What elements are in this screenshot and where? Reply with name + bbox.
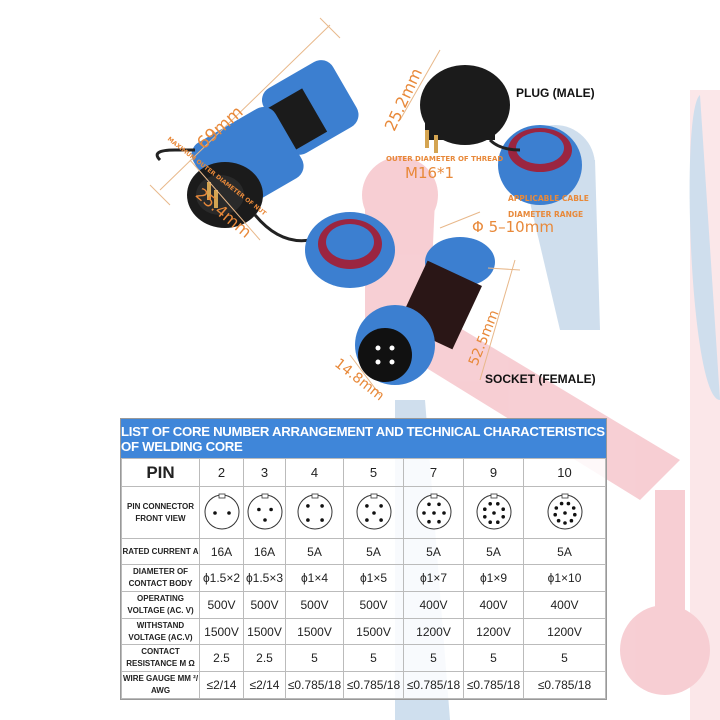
plug-label: PLUG (MALE) <box>516 86 595 100</box>
table-cell: 500V <box>199 591 244 619</box>
table-cell: 500V <box>285 591 344 619</box>
table-cell: 16A <box>243 538 286 565</box>
table-cell: ϕ1×7 <box>403 564 464 592</box>
table-cell: ϕ1×5 <box>343 564 404 592</box>
row-label: WITHSTAND VOLTAGE (AC.V) <box>121 618 200 645</box>
pin-layout-icon <box>204 493 239 530</box>
table-cell: 2 <box>199 458 244 487</box>
table-cell: 5 <box>285 644 344 672</box>
table-cell: ≤0.785/18 <box>285 671 344 699</box>
pin-diagram <box>243 486 286 539</box>
thread-label: OUTER DIAMETER OF THREAD <box>386 155 504 163</box>
table-cell: ≤0.785/18 <box>523 671 606 699</box>
table-cell: 5 <box>343 644 404 672</box>
socket-label: SOCKET (FEMALE) <box>485 372 596 386</box>
table-cell: ϕ1.5×2 <box>199 564 244 592</box>
table-cell: 5 <box>463 644 524 672</box>
table-cell: ≤2/14 <box>243 671 286 699</box>
pin-diagram <box>285 486 344 539</box>
pin-diagram <box>463 486 524 539</box>
table-row: WIRE GAUGE MM ²/ AWG≤2/14≤2/14≤0.785/18≤… <box>121 671 606 699</box>
table-cell: 400V <box>523 591 606 619</box>
table-cell: 5 <box>403 644 464 672</box>
table-cell: 400V <box>403 591 464 619</box>
row-label: CONTACT RESISTANCE M Ω <box>121 644 200 672</box>
table-cell: ≤0.785/18 <box>343 671 404 699</box>
pin-diagram <box>343 486 404 539</box>
table-row: PIN CONNECTOR FRONT VIEW <box>121 486 606 539</box>
table-cell: 16A <box>199 538 244 565</box>
row-label: WIRE GAUGE MM ²/ AWG <box>121 671 200 699</box>
row-label: PIN CONNECTOR FRONT VIEW <box>121 486 200 539</box>
table-cell: 1500V <box>243 618 286 645</box>
thread-value: M16*1 <box>405 164 455 182</box>
table-cell: ϕ1×9 <box>463 564 524 592</box>
pin-layout-icon <box>416 493 451 530</box>
table-cell: ≤0.785/18 <box>403 671 464 699</box>
table-cell: 500V <box>343 591 404 619</box>
dimension-lines <box>149 17 521 396</box>
table-cell: 2.5 <box>243 644 286 672</box>
row-label: PIN <box>121 458 200 487</box>
cable-label-1: APPLICABLE CABLE <box>508 194 589 203</box>
table-cell: 400V <box>463 591 524 619</box>
socket-image <box>355 237 495 385</box>
table-cell: 1200V <box>403 618 464 645</box>
spec-table: LIST OF CORE NUMBER ARRANGEMENT AND TECH… <box>120 418 607 700</box>
table-cell: 1500V <box>285 618 344 645</box>
table-cell: 5A <box>343 538 404 565</box>
table-cell: 3 <box>243 458 286 487</box>
assembled-connector-image <box>155 60 359 243</box>
pin-layout-icon <box>356 493 391 530</box>
table-cell: 1500V <box>343 618 404 645</box>
pin-layout-icon <box>247 493 282 530</box>
row-label: OPERATING VOLTAGE (AC. V) <box>121 591 200 619</box>
pin-diagram <box>403 486 464 539</box>
table-cell: ϕ1×10 <box>523 564 606 592</box>
table-cell: 7 <box>403 458 464 487</box>
table-cell: ≤0.785/18 <box>463 671 524 699</box>
table-cell: 5A <box>403 538 464 565</box>
cap-image <box>305 125 582 288</box>
cable-label-2: DIAMETER RANGE <box>508 210 584 219</box>
table-cell: 5A <box>285 538 344 565</box>
table-cell: 2.5 <box>199 644 244 672</box>
cable-diameter-value: Φ 5–10mm <box>472 218 554 236</box>
table-cell: ≤2/14 <box>199 671 244 699</box>
table-cell: 5A <box>463 538 524 565</box>
table-cell: 1200V <box>463 618 524 645</box>
table-cell: 5A <box>523 538 606 565</box>
table-cell: 1200V <box>523 618 606 645</box>
table-cell: 4 <box>285 458 344 487</box>
table-cell: 5 <box>523 644 606 672</box>
table-title: LIST OF CORE NUMBER ARRANGEMENT AND TECH… <box>121 419 606 458</box>
plug-image <box>420 65 521 153</box>
table-cell: 1500V <box>199 618 244 645</box>
table-cell: ϕ1.5×3 <box>243 564 286 592</box>
table-cell: 9 <box>463 458 524 487</box>
pin-layout-icon <box>297 493 332 530</box>
pin-layout-icon <box>547 493 582 530</box>
row-label: DIAMETER OF CONTACT BODY <box>121 564 200 592</box>
pin-layout-icon <box>476 493 511 530</box>
table-cell: 10 <box>523 458 606 487</box>
table-cell: 5 <box>343 458 404 487</box>
table-cell: ϕ1×4 <box>285 564 344 592</box>
pin-diagram <box>523 486 606 539</box>
pin-diagram <box>199 486 244 539</box>
table-cell: 500V <box>243 591 286 619</box>
row-label: RATED CURRENT A <box>121 538 200 565</box>
